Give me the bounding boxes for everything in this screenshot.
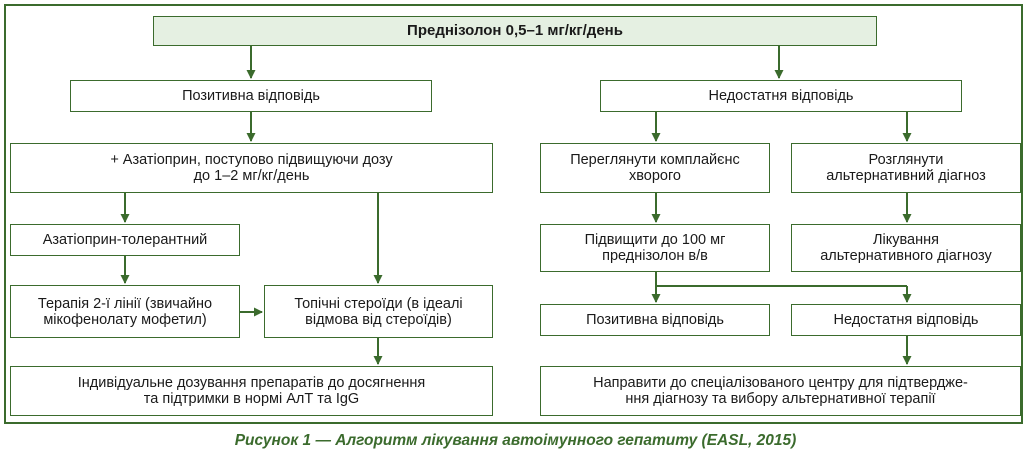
arrow-increase-split [655,272,907,287]
node-increase-prednisolone: Підвищити до 100 мг преднізолон в/в [540,224,770,272]
node-compliance: Переглянути комплайєнс хворого [540,143,770,193]
node-second-line-therapy: Терапія 2-ї лінії (звичайно мікофенолату… [10,285,240,338]
node-alternative-diagnosis: Розглянути альтернативний діагноз [791,143,1021,193]
node-prednisolone: Преднізолон 0,5–1 мг/кг/день [153,16,877,46]
node-refer-specialized-center: Направити до спеціалізованого центру для… [540,366,1021,416]
node-azathioprine: + Азатіоприн, поступово підвищуючи дозу … [10,143,493,193]
node-insufficient-response: Недостатня відповідь [600,80,962,112]
node-topical-steroids: Топічні стероїди (в ідеалі відмова від с… [264,285,493,338]
node-treat-alternative: Лікування альтернативного діагнозу [791,224,1021,272]
node-positive-response: Позитивна відповідь [70,80,432,112]
diagram-frame [4,4,1023,424]
figure-caption: Рисунок 1 — Алгоритм лікування автоімунн… [234,432,797,449]
node-insufficient-response-2: Недостатня відповідь [791,304,1021,336]
node-positive-response-2: Позитивна відповідь [540,304,770,336]
node-individual-dosing: Індивідуальне дозування препаратів до до… [10,366,493,416]
node-azathioprine-tolerant: Азатіоприн-толерантний [10,224,240,256]
